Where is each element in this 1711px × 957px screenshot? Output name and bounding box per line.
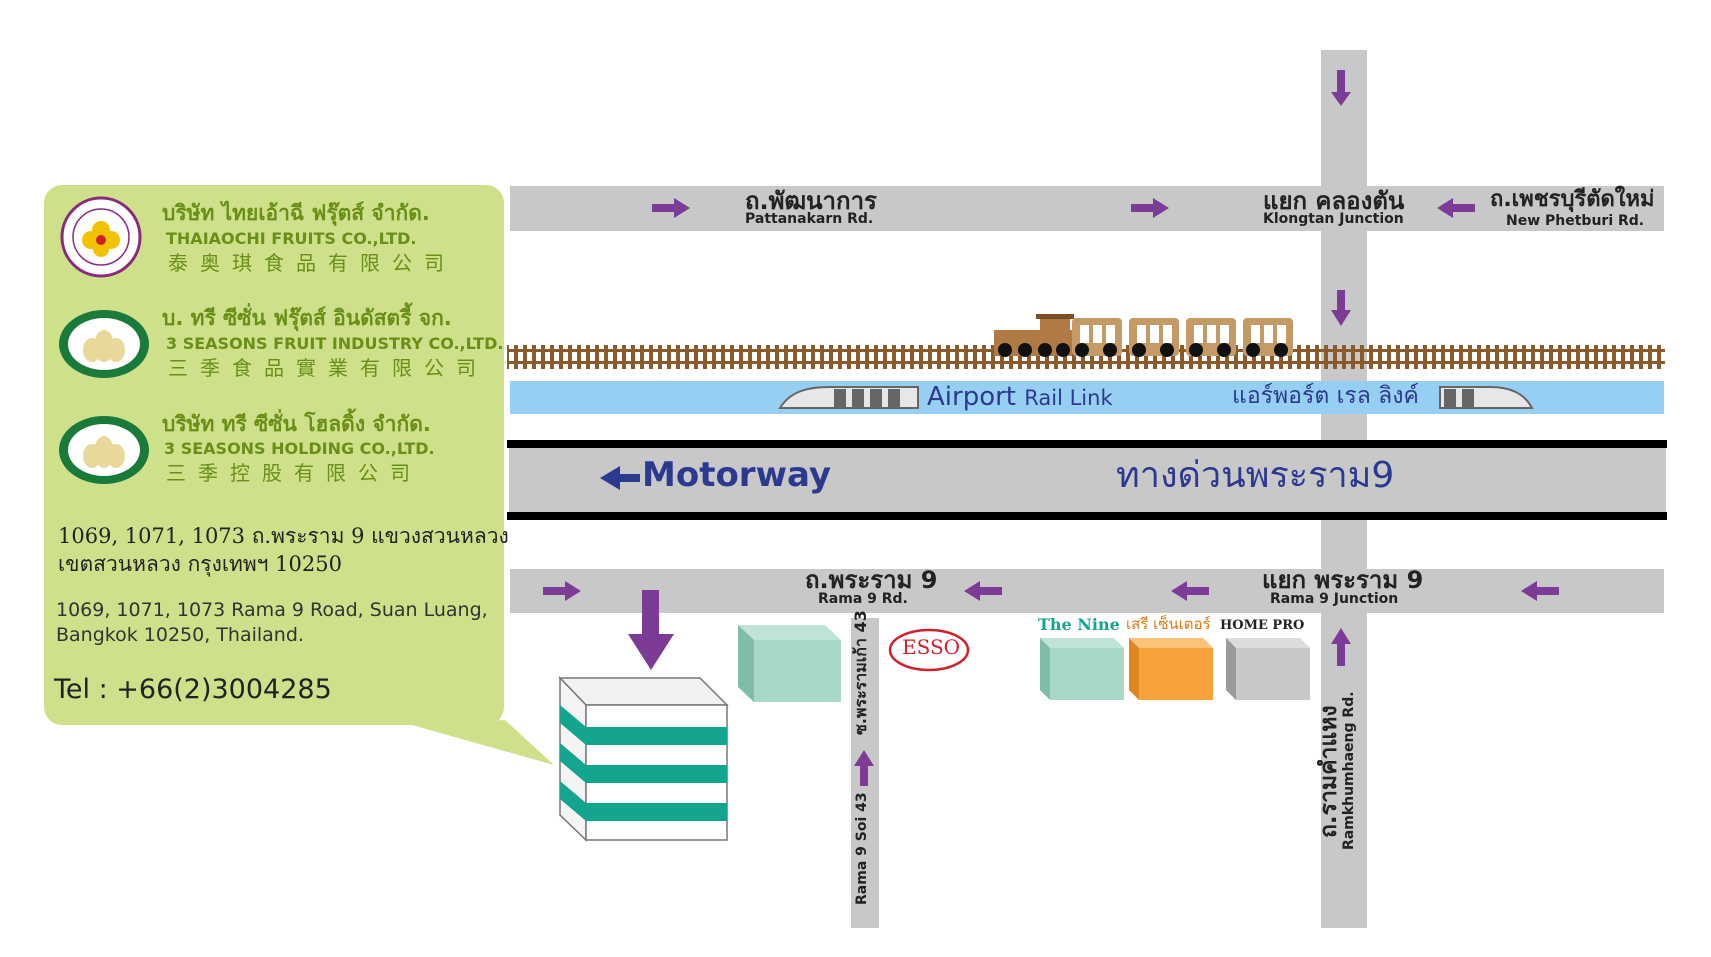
company-3-thai-name: บริษัท ทรี ซีซั่น โฮลดิ้ง จำกัด.: [162, 412, 431, 436]
arrow-left-icon: [964, 581, 1002, 601]
company-2-thai-name: บ. ทรี ซีซั่น ฟรุ๊ตส์ อินดัสตรี้ จก.: [162, 306, 452, 330]
ramkhamhaeng-road-thai-label: ถ.รามคำแหง: [1316, 705, 1342, 838]
airport-rail-link-label: Airport Rail Link: [927, 384, 1113, 410]
3-seasons-logo-icon: [59, 416, 149, 484]
company-building-icon: [558, 676, 729, 842]
motorway-thai-label: ทางด่วนพระราม9: [1116, 455, 1395, 496]
esso-label: ESSO: [902, 635, 961, 659]
company-2-chinese-name: 三季食品實業有限公司: [168, 356, 488, 380]
company-1-thai-name: บริษัท ไทยเอ้าฉี ฟรุ๊ตส์ จำกัด.: [162, 201, 430, 225]
arrow-right-icon: [543, 581, 581, 601]
telephone-number: Tel : +66(2)3004285: [54, 674, 332, 705]
rama-9-road-thai-label: ถ.พระราม 9: [805, 566, 938, 594]
arrow-down-icon: [1331, 70, 1351, 106]
motorway: [507, 440, 1667, 520]
arrow-left-icon: [1521, 581, 1559, 601]
company-info-panel: [44, 185, 554, 765]
arrow-down-big-icon: [628, 590, 674, 670]
arrow-right-icon: [652, 198, 690, 218]
rama-9-road: [510, 569, 1664, 613]
klongtan-junction-thai-label: แยก คลองตัน: [1263, 187, 1405, 215]
company-3-english-name: 3 SEASONS HOLDING CO.,LTD.: [164, 439, 435, 458]
seri-center-building-icon: [1129, 638, 1213, 700]
airport-rail-link-bold: Airport: [927, 382, 1016, 412]
new-phetburi-road-english-label: New Phetburi Rd.: [1506, 213, 1645, 229]
neighbor-building-icon: [738, 625, 841, 702]
motorway-english-label: Motorway: [642, 455, 832, 495]
address-thai-line-1: 1069, 1071, 1073 ถ.พระราม 9 แขวงสวนหลวง: [58, 524, 509, 548]
klongtan-junction-english-label: Klongtan Junction: [1263, 211, 1404, 227]
pattanakarn-road-thai-label: ถ.พัฒนาการ: [745, 187, 877, 215]
rama-9-junction-thai-label: แยก พระราม 9: [1262, 566, 1424, 594]
arrow-down-icon: [1331, 290, 1351, 326]
esso-logo: [888, 628, 970, 672]
the-nine-building-icon: [1040, 638, 1124, 700]
arrow-right-icon: [1131, 198, 1169, 218]
airport-rail-link-thai-label: แอร์พอร์ต เรล ลิงค์: [1232, 383, 1419, 409]
thaiaochi-logo-icon: [60, 196, 142, 278]
airport-train-right-icon: [1439, 386, 1534, 409]
arrow-up-icon: [854, 750, 874, 786]
company-1-english-name: THAIAOCHI FRUITS CO.,LTD.: [166, 229, 417, 248]
soi-43-english-label: Rama 9 Soi 43: [854, 792, 870, 905]
airport-train-left-icon: [778, 386, 919, 409]
address-thai-line-2: เขตสวนหลวง กรุงเทพฯ 10250: [58, 552, 342, 576]
motorway-arrow-icon: [600, 466, 640, 490]
company-3-chinese-name: 三季控股有限公司: [166, 461, 422, 485]
company-2-english-name: 3 SEASONS FRUIT INDUSTRY CO.,LTD.: [166, 334, 504, 353]
seri-center-label: เสรี เซ็นเตอร์: [1126, 615, 1211, 633]
ramkhamhaeng-road-english-label: Ramkhumhaeng Rd.: [1341, 691, 1357, 850]
rama-9-junction-english-label: Rama 9 Junction: [1270, 591, 1399, 607]
the-nine-label: The Nine: [1038, 615, 1120, 634]
arrow-up-icon: [1331, 628, 1351, 666]
rama-9-road-english-label: Rama 9 Rd.: [818, 591, 908, 607]
arrow-left-icon: [1437, 198, 1475, 218]
home-pro-building-icon: [1226, 638, 1310, 700]
3-seasons-logo-icon: [59, 310, 149, 378]
arrow-left-icon: [1171, 581, 1209, 601]
airport-rail-link-light: Rail Link: [1024, 386, 1113, 410]
pattanakarn-road-english-label: Pattanakarn Rd.: [745, 211, 874, 227]
train-icon: [994, 314, 1293, 357]
new-phetburi-road-thai-label: ถ.เพชรบุรีตัดใหม่: [1490, 187, 1655, 212]
address-english-line-1: 1069, 1071, 1073 Rama 9 Road, Suan Luang…: [56, 599, 488, 621]
soi-43-thai-label: ซ.พระรามเก้า 43: [851, 610, 870, 735]
home-pro-label: HOME PRO: [1220, 618, 1305, 633]
address-english-line-2: Bangkok 10250, Thailand.: [56, 624, 304, 646]
company-1-chinese-name: 泰奥琪食品有限公司: [168, 251, 456, 275]
